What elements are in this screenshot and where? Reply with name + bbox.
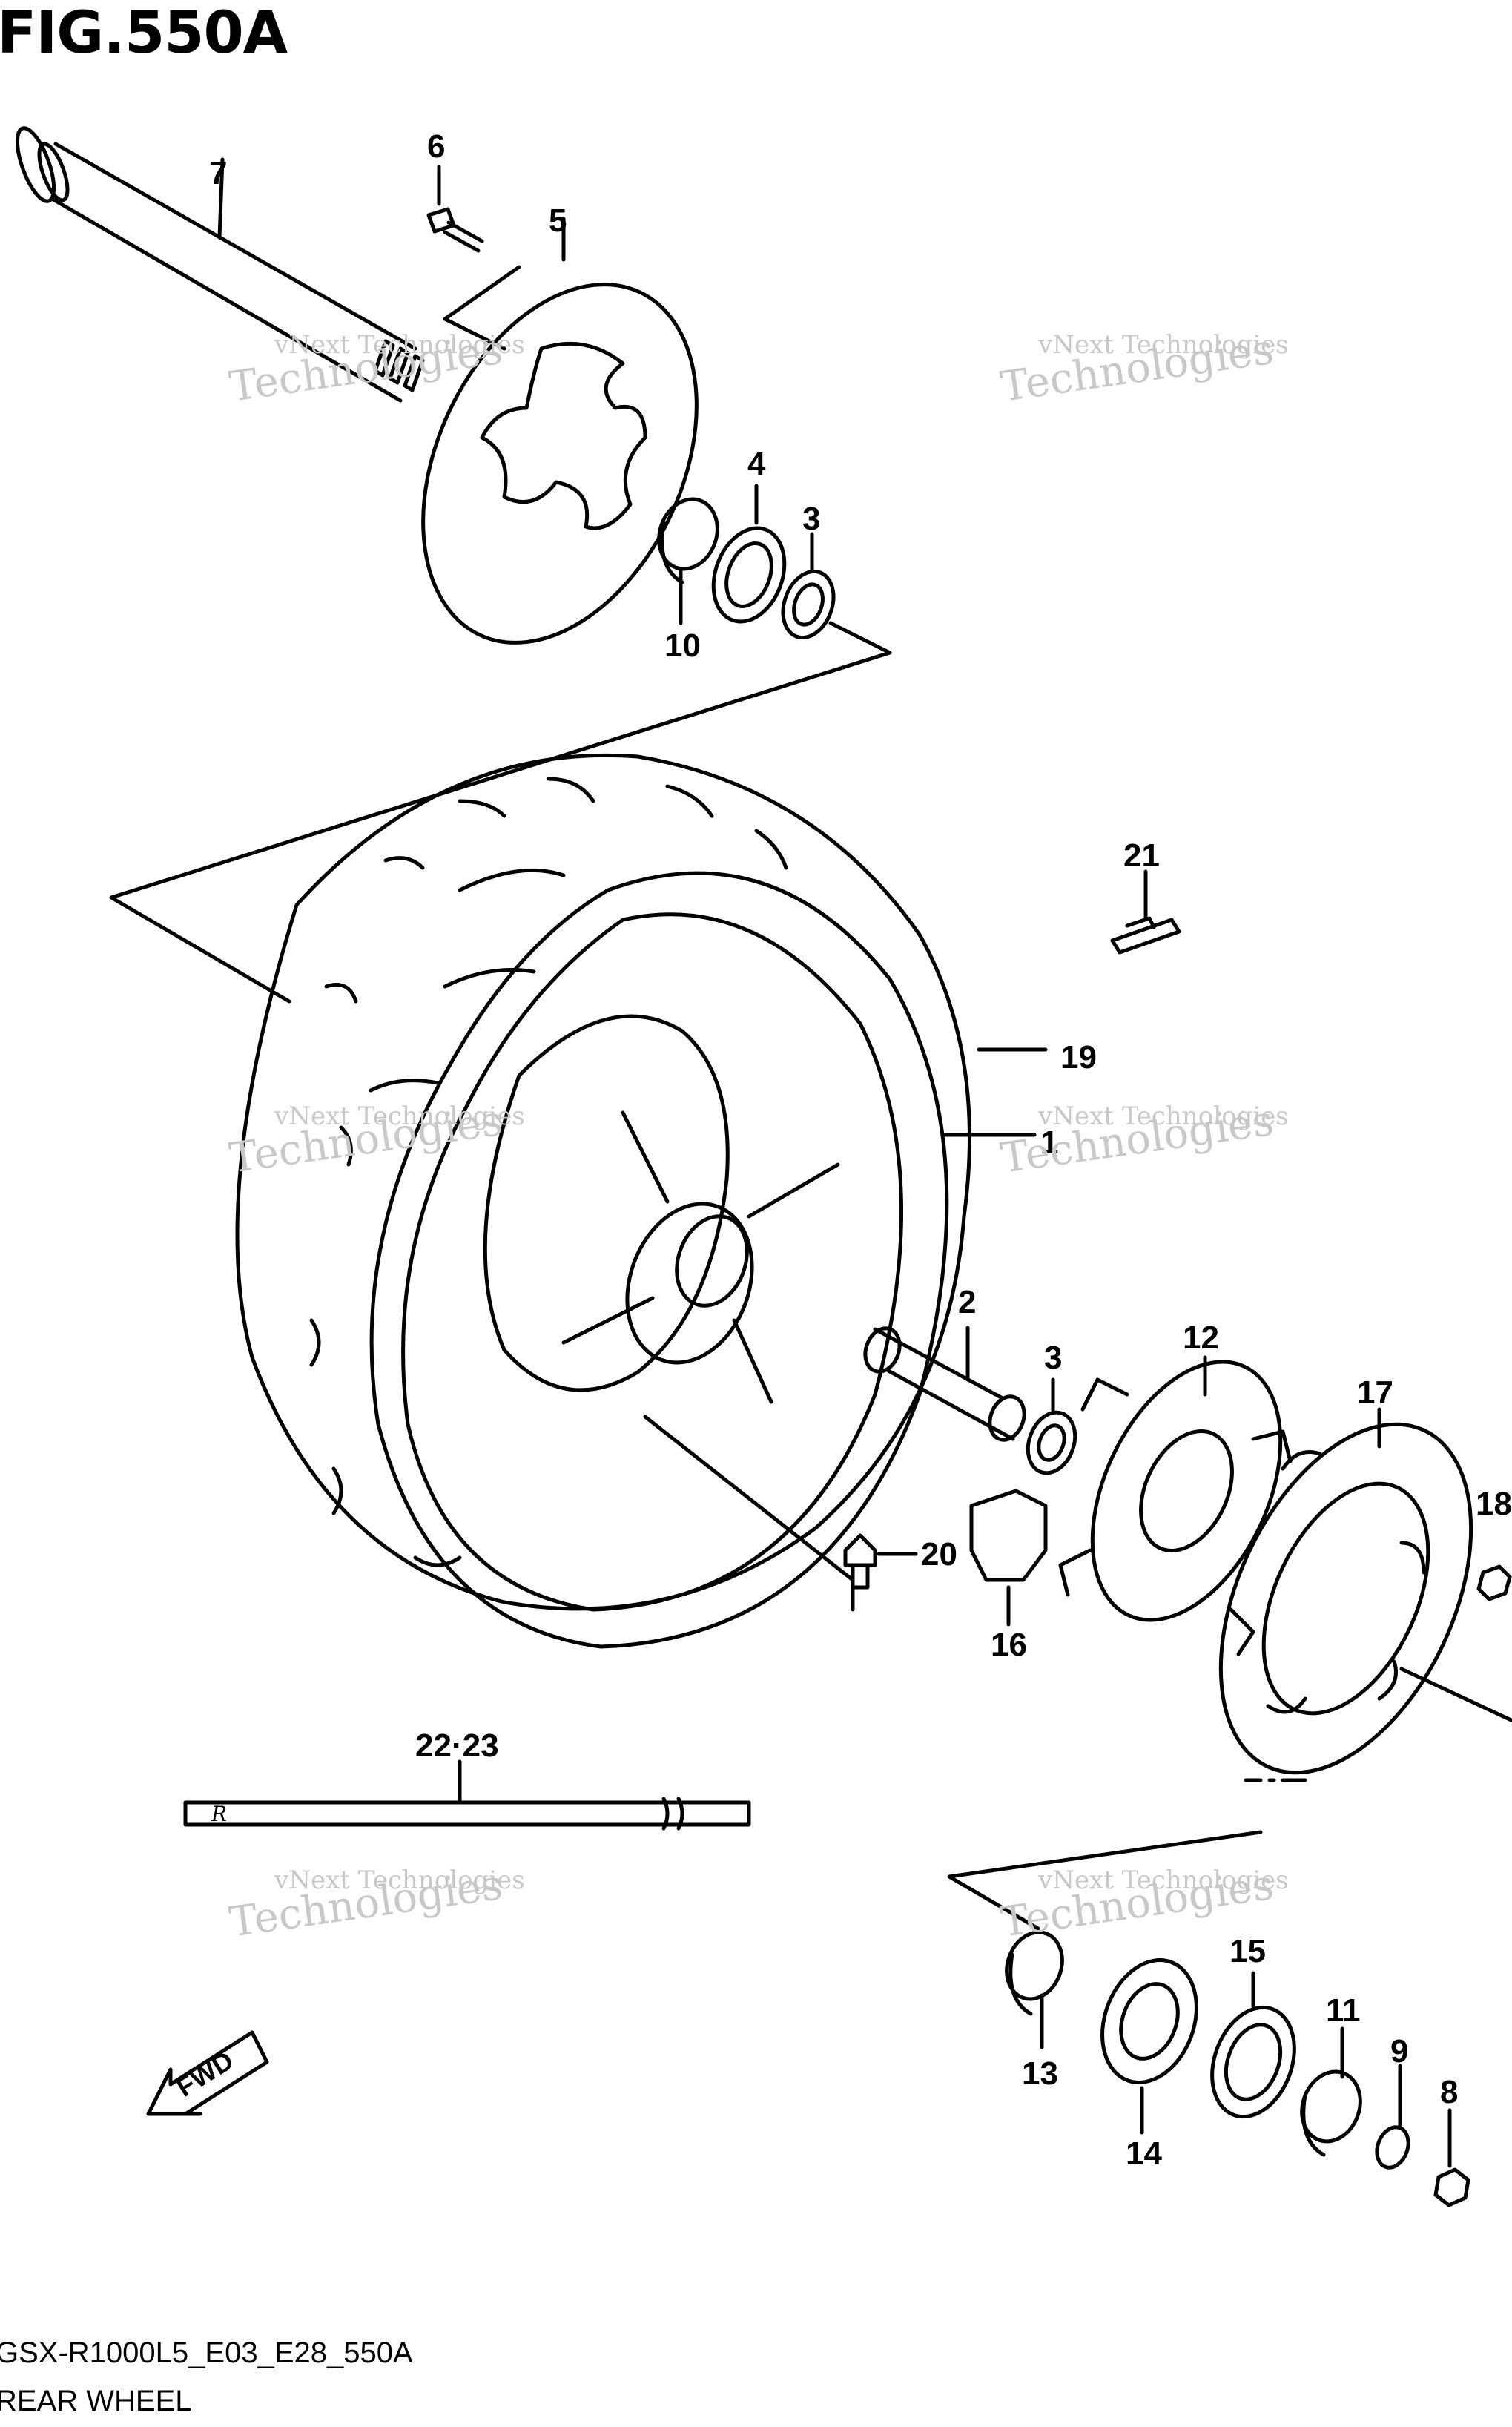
watermark: vNext Technologies: [1038, 330, 1289, 360]
callout-15: 15: [1229, 1933, 1266, 1969]
callout-3-right: 3: [1044, 1340, 1062, 1376]
part-bearing-left: [781, 532, 836, 640]
part-axle-nut: [1433, 2108, 1470, 2207]
callout-17: 17: [1357, 1374, 1393, 1411]
callout-8: 8: [1440, 2074, 1458, 2110]
svg-text:R: R: [211, 1802, 227, 1826]
watermark: vNext Technologies: [274, 330, 525, 360]
figure-name: REAR WHEEL: [0, 2385, 192, 2417]
part-valve: [843, 1533, 918, 1590]
watermark: Technologies: [226, 1860, 506, 1947]
part-balance-weight: [1110, 869, 1181, 955]
part-sprocket-nut: [1476, 1564, 1512, 1601]
callout-6: 6: [427, 128, 445, 165]
watermark: Technologies: [997, 1096, 1277, 1183]
watermark: vNext Technologies: [274, 1101, 525, 1131]
callout-9: 9: [1390, 2033, 1408, 2069]
part-spacer-left: [657, 497, 719, 625]
part-rim-tape: R: [183, 1759, 751, 1831]
callout-4: 4: [747, 446, 766, 482]
callout-2: 2: [958, 1284, 976, 1320]
callout-10: 10: [664, 628, 701, 664]
part-bearing-large: [1100, 1958, 1198, 2135]
watermark: Technologies: [997, 1860, 1277, 1947]
part-tire-wheel: [235, 753, 971, 1649]
watermark: Technologies: [226, 325, 506, 412]
watermark: vNext Technologies: [274, 1865, 525, 1895]
part-center-spacer: [863, 1326, 1026, 1442]
callout-18: 18: [1476, 1486, 1512, 1522]
part-brake-disc: [421, 217, 699, 645]
part-sprocket-carrier: [1058, 1355, 1293, 1656]
part-collar: [1300, 2026, 1362, 2157]
forward-arrow-icon: FWD: [146, 2030, 269, 2116]
watermark: vNext Technologies: [1038, 1865, 1289, 1895]
callout-1: 1: [1040, 1124, 1058, 1161]
callout-21: 21: [1123, 837, 1160, 874]
callout-12: 12: [1183, 1320, 1219, 1356]
figure-title: FIG.550A: [0, 0, 288, 67]
callout-14: 14: [1126, 2135, 1162, 2172]
watermark: Technologies: [226, 1096, 506, 1183]
part-oil-seal-right: [1210, 1971, 1296, 2119]
figure-code: GSX-R1000L5_E03_E28_550A: [0, 2337, 413, 2369]
part-axle: [15, 126, 425, 403]
part-sprocket: [1218, 1407, 1473, 1775]
callout-16: 16: [991, 1627, 1027, 1663]
callout-3-top: 3: [802, 501, 820, 537]
callout-11: 11: [1326, 1992, 1361, 2029]
watermark: vNext Technologies: [1038, 1101, 1289, 1131]
part-washer: [1375, 2064, 1410, 2170]
part-bearing-right: [1026, 1377, 1077, 1475]
callout-20: 20: [921, 1536, 957, 1573]
callout-22-23: 22·23: [415, 1728, 499, 1764]
callout-13: 13: [1022, 2055, 1058, 2092]
part-oil-seal-left: [711, 484, 787, 624]
callout-19: 19: [1060, 1039, 1097, 1076]
part-damper: [969, 1489, 1048, 1627]
watermark: Technologies: [997, 325, 1277, 412]
callout-5: 5: [549, 202, 567, 239]
callout-7: 7: [209, 155, 227, 191]
part-bolt: [426, 165, 484, 253]
part-spacer-right: [1005, 1930, 1064, 2049]
